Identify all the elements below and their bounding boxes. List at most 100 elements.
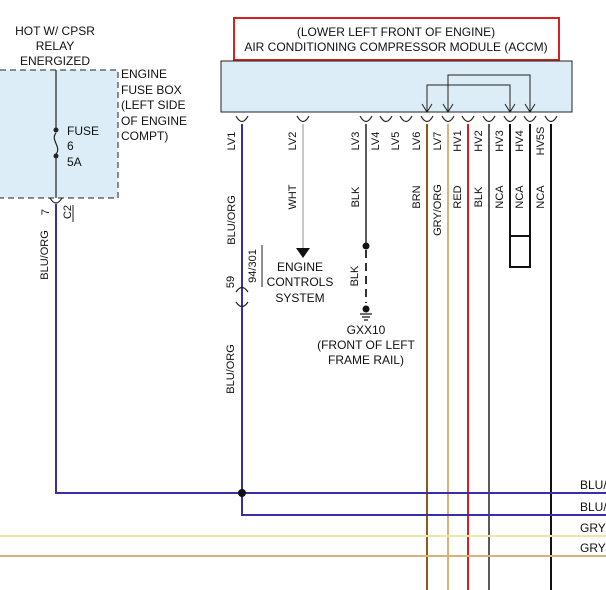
- lv3-splice-dot: [362, 242, 370, 250]
- pin-connector-lv6: [420, 115, 434, 123]
- wire-label-bg-lv7: [434, 178, 446, 242]
- accm-module-body: [220, 60, 573, 113]
- wire-label-bg-lv1: [228, 188, 240, 252]
- pin-connector-hv2: [482, 115, 496, 123]
- lv1-inline-connector-top: [235, 286, 249, 293]
- wire-label-bg-hv5s: [537, 173, 549, 221]
- wire-label-hv1: RED: [452, 185, 464, 208]
- wire-label-lv1: BLU/ORG: [226, 195, 238, 245]
- fuse-box-fill: [0, 70, 118, 198]
- inline-connector-pin: 59: [225, 276, 237, 288]
- pin-label-lv3: LV3: [350, 132, 362, 151]
- lv1-lower-wire-label: BLU/ORG: [225, 344, 237, 394]
- pin-connector-hv5s: [544, 115, 558, 123]
- pin-connector-lv7: [441, 115, 455, 123]
- pin-connector-lv1: [235, 115, 249, 123]
- fuse-terminal-top: [53, 127, 59, 133]
- inline-connector-ref: 94/301: [247, 249, 259, 283]
- right-label-bg-1: [577, 478, 606, 491]
- interlock-arrow-4: [524, 103, 536, 113]
- accm-title-box: [233, 17, 560, 61]
- wire-label-hv2: BLK: [473, 186, 485, 207]
- fuse-box-label-4: OF ENGINE: [121, 114, 187, 128]
- interlock-loop-inner: [447, 74, 531, 112]
- fuse-rating: 5A: [67, 155, 82, 169]
- ground-location-line1: (FRONT OF LEFT: [317, 338, 415, 352]
- pin-connector-lv2: [296, 115, 310, 123]
- pin-connector-hv3: [503, 115, 517, 123]
- interlock-arrow-2: [442, 103, 454, 113]
- relay-note-line2: RELAY: [36, 39, 74, 53]
- lv1-splice-dot: [238, 489, 246, 497]
- fuse-box-connector-name: C2: [62, 205, 74, 219]
- engine-controls-line3: SYSTEM: [275, 291, 324, 305]
- pin-label-lv7: LV7: [432, 132, 444, 151]
- fuse-label: FUSE: [67, 124, 99, 138]
- wire-label-hv3: NCA: [494, 185, 506, 209]
- accm-name: AIR CONDITIONING COMPRESSOR MODULE (ACCM…: [244, 40, 547, 54]
- engine-controls-line2: CONTROLS: [267, 275, 334, 289]
- right-label-1: BLU/: [580, 478, 606, 492]
- fuse-box-label-3: (LEFT SIDE: [121, 98, 185, 112]
- interlock-arrow-1: [421, 103, 433, 113]
- pin-label-hv5s: HV5S: [535, 127, 547, 156]
- pin-connector-lv4: [379, 115, 393, 123]
- lv1-inline-connector-bottom: [235, 301, 249, 308]
- pin-label-hv4: HV4: [514, 130, 526, 151]
- pin-connector-lv3: [359, 115, 373, 123]
- right-label-bg-3: [577, 521, 606, 534]
- pin-label-lv5: LV5: [390, 132, 402, 151]
- wire-label-hv4: NCA: [514, 185, 526, 209]
- fuse-terminal-bottom: [53, 153, 59, 159]
- wire-label-bg-hv3: [496, 173, 508, 221]
- right-label-2: BLU/: [580, 500, 606, 514]
- pin-connector-hv1: [461, 115, 475, 123]
- wire-label-lv6: BRN: [411, 185, 423, 208]
- hv3-hv4-jumper-loop: [509, 235, 531, 268]
- pin-connector-lv5: [399, 115, 413, 123]
- wire-label-lv3: BLK: [350, 186, 362, 207]
- wire-label-hv5s: NCA: [535, 185, 547, 209]
- right-label-bg-2: [577, 500, 606, 513]
- relay-note-line1: HOT W/ CPSR: [15, 24, 95, 38]
- right-label-4: GRY/: [580, 541, 606, 555]
- right-label-bg-4: [577, 541, 606, 554]
- wire-label-bg-lv2: [289, 173, 301, 221]
- fuse-box-pin: 7: [40, 209, 52, 215]
- wire-label-bg-lv6: [413, 173, 425, 221]
- pin-label-lv1: LV1: [226, 132, 238, 151]
- pin-label-lv4: LV4: [370, 132, 382, 151]
- pin-label-hv1: HV1: [452, 130, 464, 151]
- ground-name: GXX10: [347, 323, 386, 337]
- fuse-symbol: [53, 132, 59, 155]
- pin-label-lv2: LV2: [287, 132, 299, 151]
- wire-label-lv7: GRY/ORG: [432, 184, 444, 236]
- ground-location-line2: FRAME RAIL): [328, 353, 404, 367]
- left-wire-label: BLU/ORG: [39, 230, 51, 280]
- fuse-number: 6: [67, 139, 74, 153]
- wire-label-bg-lv3: [352, 173, 364, 221]
- wire-label-bg-hv1: [454, 173, 466, 221]
- wire-label-bg-hv4: [516, 173, 528, 221]
- down-arrow-icon: [296, 248, 310, 258]
- accm-location: (LOWER LEFT FRONT OF ENGINE): [297, 25, 495, 39]
- fuse-box-outline: [0, 69, 119, 199]
- ground-wire-label: BLK: [349, 265, 361, 286]
- wire-label-bg-hv2: [475, 173, 487, 221]
- pin-label-hv3: HV3: [494, 130, 506, 151]
- fuse-box-connector-icon: [49, 197, 63, 204]
- fuse-box-label-1: ENGINE: [121, 67, 167, 81]
- fuse-box-label-5: COMPT): [121, 129, 168, 143]
- interlock-loop-outer: [426, 84, 511, 112]
- pin-label-lv6: LV6: [411, 132, 423, 151]
- pin-label-hv2: HV2: [473, 130, 485, 151]
- ground-eyelet: [362, 305, 370, 313]
- interlock-arrow-3: [504, 103, 516, 113]
- relay-note-line3: ENERGIZED: [20, 54, 90, 68]
- fuse-output-wire: [55, 204, 242, 494]
- blu-org-wire-2: [241, 493, 606, 516]
- wire-label-lv2: WHT: [287, 184, 299, 209]
- pin-connector-hv4: [523, 115, 537, 123]
